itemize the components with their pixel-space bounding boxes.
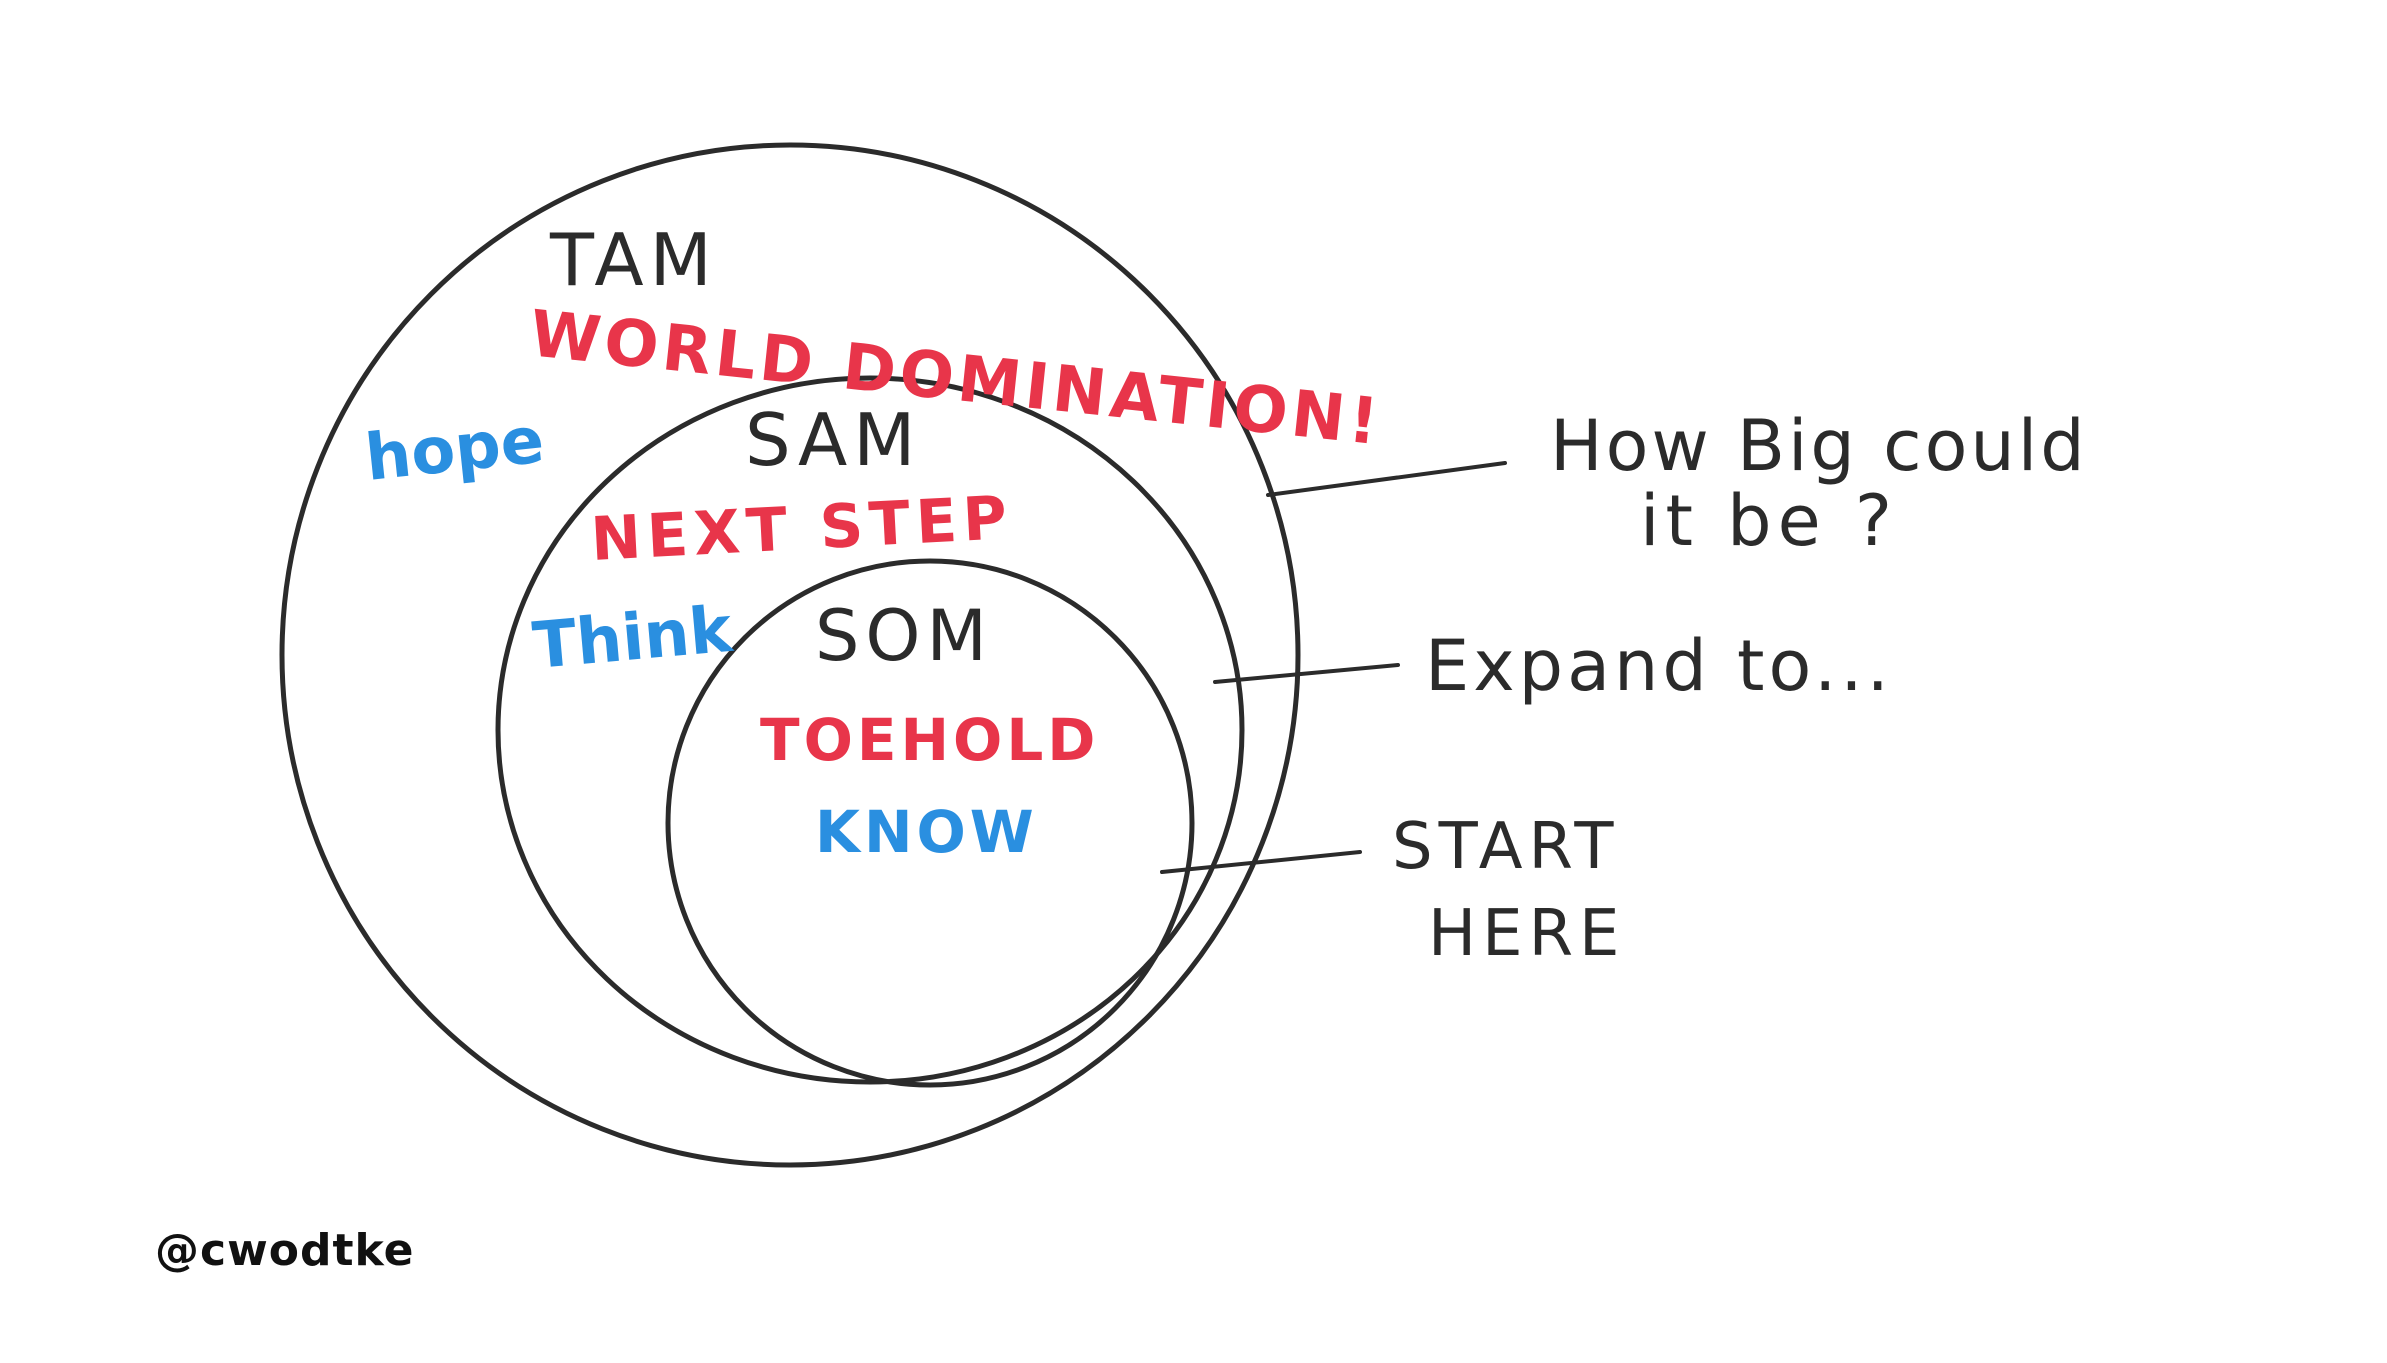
som-circle: [665, 558, 1195, 1088]
som-annotation-line1: START: [1392, 810, 1619, 884]
som-pointer-line: [1160, 850, 1362, 874]
som-annotation-line2: HERE: [1428, 897, 1625, 971]
tam-circle: [279, 142, 1301, 1168]
tam-pointer-line: [1266, 461, 1507, 497]
sam-annotation: Expand to...: [1425, 625, 1893, 707]
tam-confidence: hope: [362, 404, 548, 496]
som-goal: TOEHOLD: [760, 706, 1099, 774]
tam-annotation-line2: it be ?: [1640, 480, 1898, 562]
circles: [279, 142, 1301, 1168]
tam-goal: WORLD DOMINATION!: [526, 297, 1385, 460]
sam-pointer-line: [1213, 663, 1400, 684]
author-credit: @cwodtke: [155, 1225, 415, 1276]
tam-annotation-line1: How Big could: [1550, 405, 2088, 487]
pointer-lines: [1160, 461, 1507, 874]
som-confidence: KNOW: [815, 798, 1038, 866]
sam-confidence: Think: [530, 593, 736, 684]
tam-label: TAM: [549, 218, 718, 302]
sam-circle: [495, 375, 1245, 1085]
som-label: SOM: [815, 595, 993, 677]
sam-label: SAM: [745, 398, 921, 482]
